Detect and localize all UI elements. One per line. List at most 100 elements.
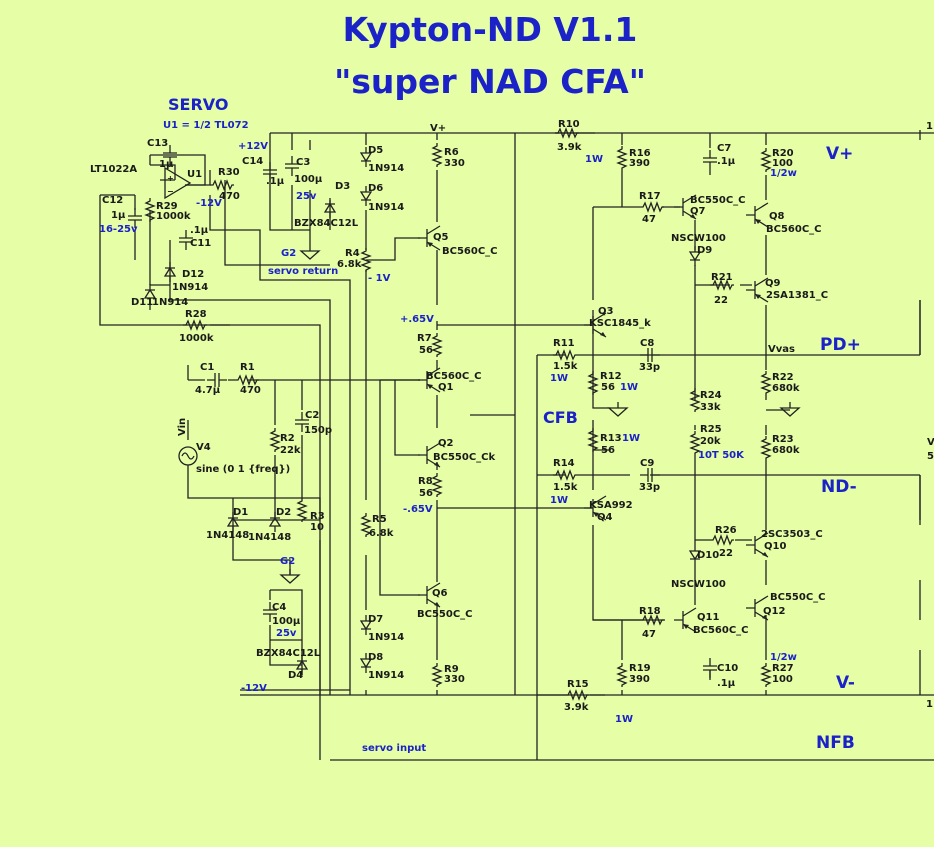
r10-power: 1W (585, 154, 603, 165)
edge-label-5: 5 (927, 451, 934, 462)
q1-val: BC560C_C (426, 371, 482, 382)
r9-val: 330 (444, 674, 465, 685)
r5-ref: R5 (372, 514, 387, 525)
r11-val: 1.5k (553, 361, 578, 372)
r4-val: 6.8k (337, 259, 362, 270)
components: + − (127, 128, 921, 700)
vin-label: Vin (177, 418, 188, 436)
pd-plus-net-label: PD+ (820, 335, 861, 355)
c12-voltage: 16-25v (99, 224, 138, 235)
q7-ref: Q7 (690, 206, 706, 217)
q5-ref: Q5 (433, 232, 449, 243)
r13-ref: R13 (600, 433, 622, 444)
r15-val: 3.9k (564, 702, 589, 713)
r27-ref: R27 (772, 663, 794, 674)
d5-ref: D5 (368, 145, 383, 156)
v4-val: sine (0 1 {freq}) (196, 464, 290, 475)
r3-val: 10 (310, 522, 324, 533)
d12-ref: D12 (182, 269, 204, 280)
r3-ref: R3 (310, 511, 325, 522)
q8-ref: Q8 (769, 211, 785, 222)
r17-val: 47 (642, 214, 656, 225)
c4-voltage: 25v (276, 628, 297, 639)
d7-ref: D7 (368, 614, 383, 625)
c11-ref: C11 (190, 238, 211, 249)
edge-label-top: 1 (926, 121, 933, 132)
v4-ref: V4 (196, 442, 211, 453)
r30-ref: R30 (218, 167, 240, 178)
c3-val: 100µ (294, 174, 323, 185)
q10-ref: Q10 (764, 541, 786, 552)
r22-ref: R22 (772, 372, 794, 383)
opamp-symbol: + − (164, 166, 192, 200)
c2-val: 150p (304, 425, 332, 436)
r25-ref: R25 (700, 424, 722, 435)
c4-ref: C4 (272, 602, 286, 613)
vvas-net-label: Vvas (768, 344, 795, 355)
c13-val: 1µ (159, 159, 174, 170)
d2-val: 1N4148 (248, 532, 291, 543)
plus065v-label: +.65V (400, 314, 434, 325)
svg-text:+: + (167, 174, 174, 183)
c1-val: 4.7µ (195, 385, 221, 396)
c1-ref: C1 (200, 362, 214, 373)
r30-val: 470 (219, 191, 240, 202)
d10-val: NSCW100 (671, 579, 726, 590)
r11-ref: R11 (553, 338, 575, 349)
c8-val: 33p (639, 362, 660, 373)
q3-val: KSC1845_k (589, 318, 651, 329)
vminus-net-label: V- (836, 673, 855, 693)
r8-ref: R8 (418, 476, 433, 487)
d7-val: 1N914 (368, 632, 404, 643)
q4-val: KSA992 (589, 500, 633, 511)
c11-val: .1µ (190, 225, 209, 236)
servo-input-label: servo input (362, 743, 426, 754)
r26-ref: R26 (715, 525, 737, 536)
r25-val: 20k (700, 436, 721, 447)
q8-val: BC560C_C (766, 224, 822, 235)
q10-val: 2SC3503_C (761, 529, 823, 540)
c10-val: .1µ (717, 678, 736, 689)
d9-val: NSCW100 (671, 233, 726, 244)
c7-ref: C7 (717, 143, 731, 154)
q11-val: BC560C_C (693, 625, 749, 636)
c12-val: 1µ (111, 210, 126, 221)
lt1022a-label: LT1022A (90, 164, 137, 175)
r19-val: 390 (629, 674, 650, 685)
r16-val: 390 (629, 158, 650, 169)
r15-power: 1W (615, 714, 633, 725)
d12-val: 1N914 (172, 282, 208, 293)
r8-val: 56 (419, 488, 433, 499)
r24-val: 33k (700, 402, 721, 413)
minus12v-label-servo: -12V (196, 198, 222, 209)
zener-top-label: BZX84C12L (294, 218, 359, 229)
r1-val: 470 (240, 385, 261, 396)
minus1v-label: - 1V (368, 273, 391, 284)
r18-val: 47 (642, 629, 656, 640)
r10-ref: R10 (558, 119, 580, 130)
c4-val: 100µ (272, 616, 301, 627)
minus065v-label: -.65V (403, 504, 433, 515)
r6-ref: R6 (444, 147, 459, 158)
title-block: Kypton-ND V1.1 "super NAD CFA" (334, 10, 646, 101)
q12-val: BC550C_C (770, 592, 826, 603)
d2-ref: D2 (276, 507, 291, 518)
title-line-1: Kypton-ND V1.1 (343, 10, 638, 49)
r10-val: 3.9k (557, 142, 582, 153)
r6-val: 330 (444, 158, 465, 169)
servo-section-label: SERVO (168, 95, 228, 114)
r21-val: 22 (714, 295, 728, 306)
d8-ref: D8 (368, 652, 383, 663)
d6-ref: D6 (368, 183, 383, 194)
r25-trim: 10T 50K (698, 450, 745, 461)
r12-power: 1W (620, 382, 638, 393)
q4-ref: Q4 (597, 512, 613, 523)
r28-val: 1000k (179, 333, 214, 344)
d1-ref: D1 (233, 507, 248, 518)
r1-ref: R1 (240, 362, 255, 373)
r23-ref: R23 (772, 434, 794, 445)
g2-label-bottom: G2 (280, 556, 295, 567)
c3-voltage: 25v (296, 191, 317, 202)
r29-ref: R29 (156, 201, 178, 212)
